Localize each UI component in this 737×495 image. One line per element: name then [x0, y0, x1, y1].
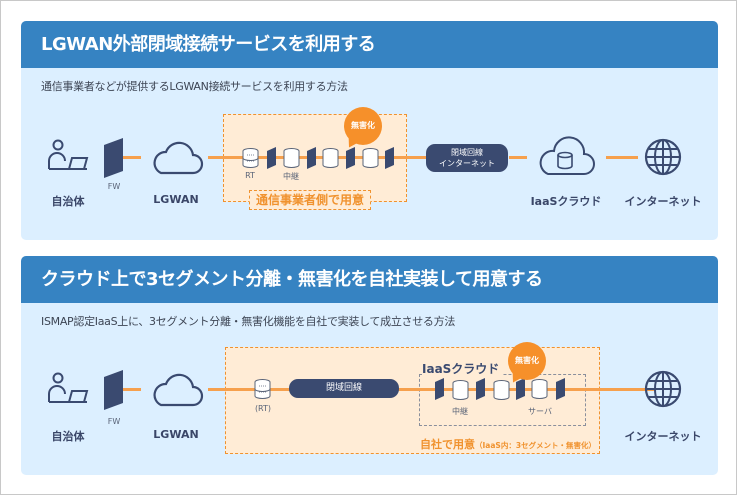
panel-title: クラウド上で3セグメント分離・無害化を自社実装して用意する	[21, 256, 718, 303]
panel-lgwan-external: LGWAN外部閉域接続サービスを利用する 通信事業者などが提供するLGWAN接続…	[21, 21, 718, 240]
iaas-zone-title: IaaSクラウド	[422, 360, 504, 377]
panel-subtitle: 通信事業者などが提供するLGWAN接続サービスを利用する方法	[41, 80, 348, 93]
firewall-icon	[104, 370, 123, 410]
relay-server-icon	[452, 380, 469, 400]
self-zone-label-note: （IaaS内：3セグメント・無害化）	[475, 441, 597, 450]
server-icon	[362, 148, 379, 168]
server-label: サーバ	[528, 407, 552, 416]
server-icon	[493, 380, 510, 400]
firewall-icon	[476, 378, 485, 400]
internet-label: インターネット	[624, 195, 702, 208]
closed-network-label-1: 閉域回線	[451, 148, 483, 157]
panel-self-implementation: クラウド上で3セグメント分離・無害化を自社実装して用意する ISMAP認定Iaa…	[21, 256, 718, 475]
sanitize-badge: 無害化	[344, 107, 382, 145]
connection-line	[406, 156, 428, 159]
closed-network-label-2: インターネット	[439, 159, 495, 168]
rt-label: RT	[245, 171, 255, 180]
municipality-label: 自治体	[51, 195, 85, 208]
panel-title: LGWAN外部閉域接続サービスを利用する	[21, 21, 718, 68]
municipality-user-icon	[48, 372, 89, 403]
connection-line	[509, 156, 527, 159]
router-icon	[242, 148, 259, 168]
municipality-user-icon	[48, 139, 89, 170]
rt-label: (RT)	[254, 404, 272, 413]
cloud-icon	[153, 141, 204, 175]
globe-icon	[644, 138, 682, 176]
firewall-icon	[435, 378, 444, 400]
municipality-label: 自治体	[51, 430, 85, 443]
self-zone-label: 自社で用意（IaaS内：3セグメント・無害化）	[420, 433, 596, 452]
connection-line	[208, 388, 228, 391]
server-icon	[322, 148, 339, 168]
server-icon	[531, 379, 548, 399]
iaas-cloud-icon	[539, 136, 595, 175]
firewall-icon	[385, 147, 394, 169]
connection-line	[119, 156, 141, 159]
firewall-icon	[346, 147, 355, 169]
relay-label: 中継	[452, 407, 468, 416]
sanitize-badge: 無害化	[508, 342, 546, 380]
self-zone-label-main: 自社で用意	[420, 438, 475, 451]
closed-line-pill: 閉域回線	[289, 379, 399, 398]
internet-label: インターネット	[624, 430, 702, 443]
fw-label: FW	[107, 182, 121, 191]
firewall-icon	[516, 378, 525, 400]
iaas-label: IaaSクラウド	[530, 195, 602, 208]
carrier-zone-label: 通信事業者側で用意	[249, 190, 371, 210]
lgwan-label: LGWAN	[153, 193, 199, 206]
panel-subtitle: ISMAP認定IaaS上に、3セグメント分離・無害化機能を自社で実装して成立させ…	[41, 315, 456, 328]
globe-icon	[644, 370, 682, 408]
firewall-icon	[267, 147, 276, 169]
firewall-icon	[556, 378, 565, 400]
connection-line	[208, 156, 428, 159]
firewall-icon	[104, 138, 123, 178]
fw-label: FW	[107, 417, 121, 426]
cloud-icon	[153, 373, 204, 407]
relay-server-icon	[283, 148, 300, 168]
lgwan-label: LGWAN	[153, 428, 199, 441]
relay-label: 中継	[283, 172, 299, 181]
router-icon	[254, 379, 271, 399]
firewall-icon	[307, 147, 316, 169]
connection-line	[606, 156, 638, 159]
closed-network-pill: 閉域回線 インターネット	[426, 144, 508, 172]
connection-line	[119, 388, 141, 391]
